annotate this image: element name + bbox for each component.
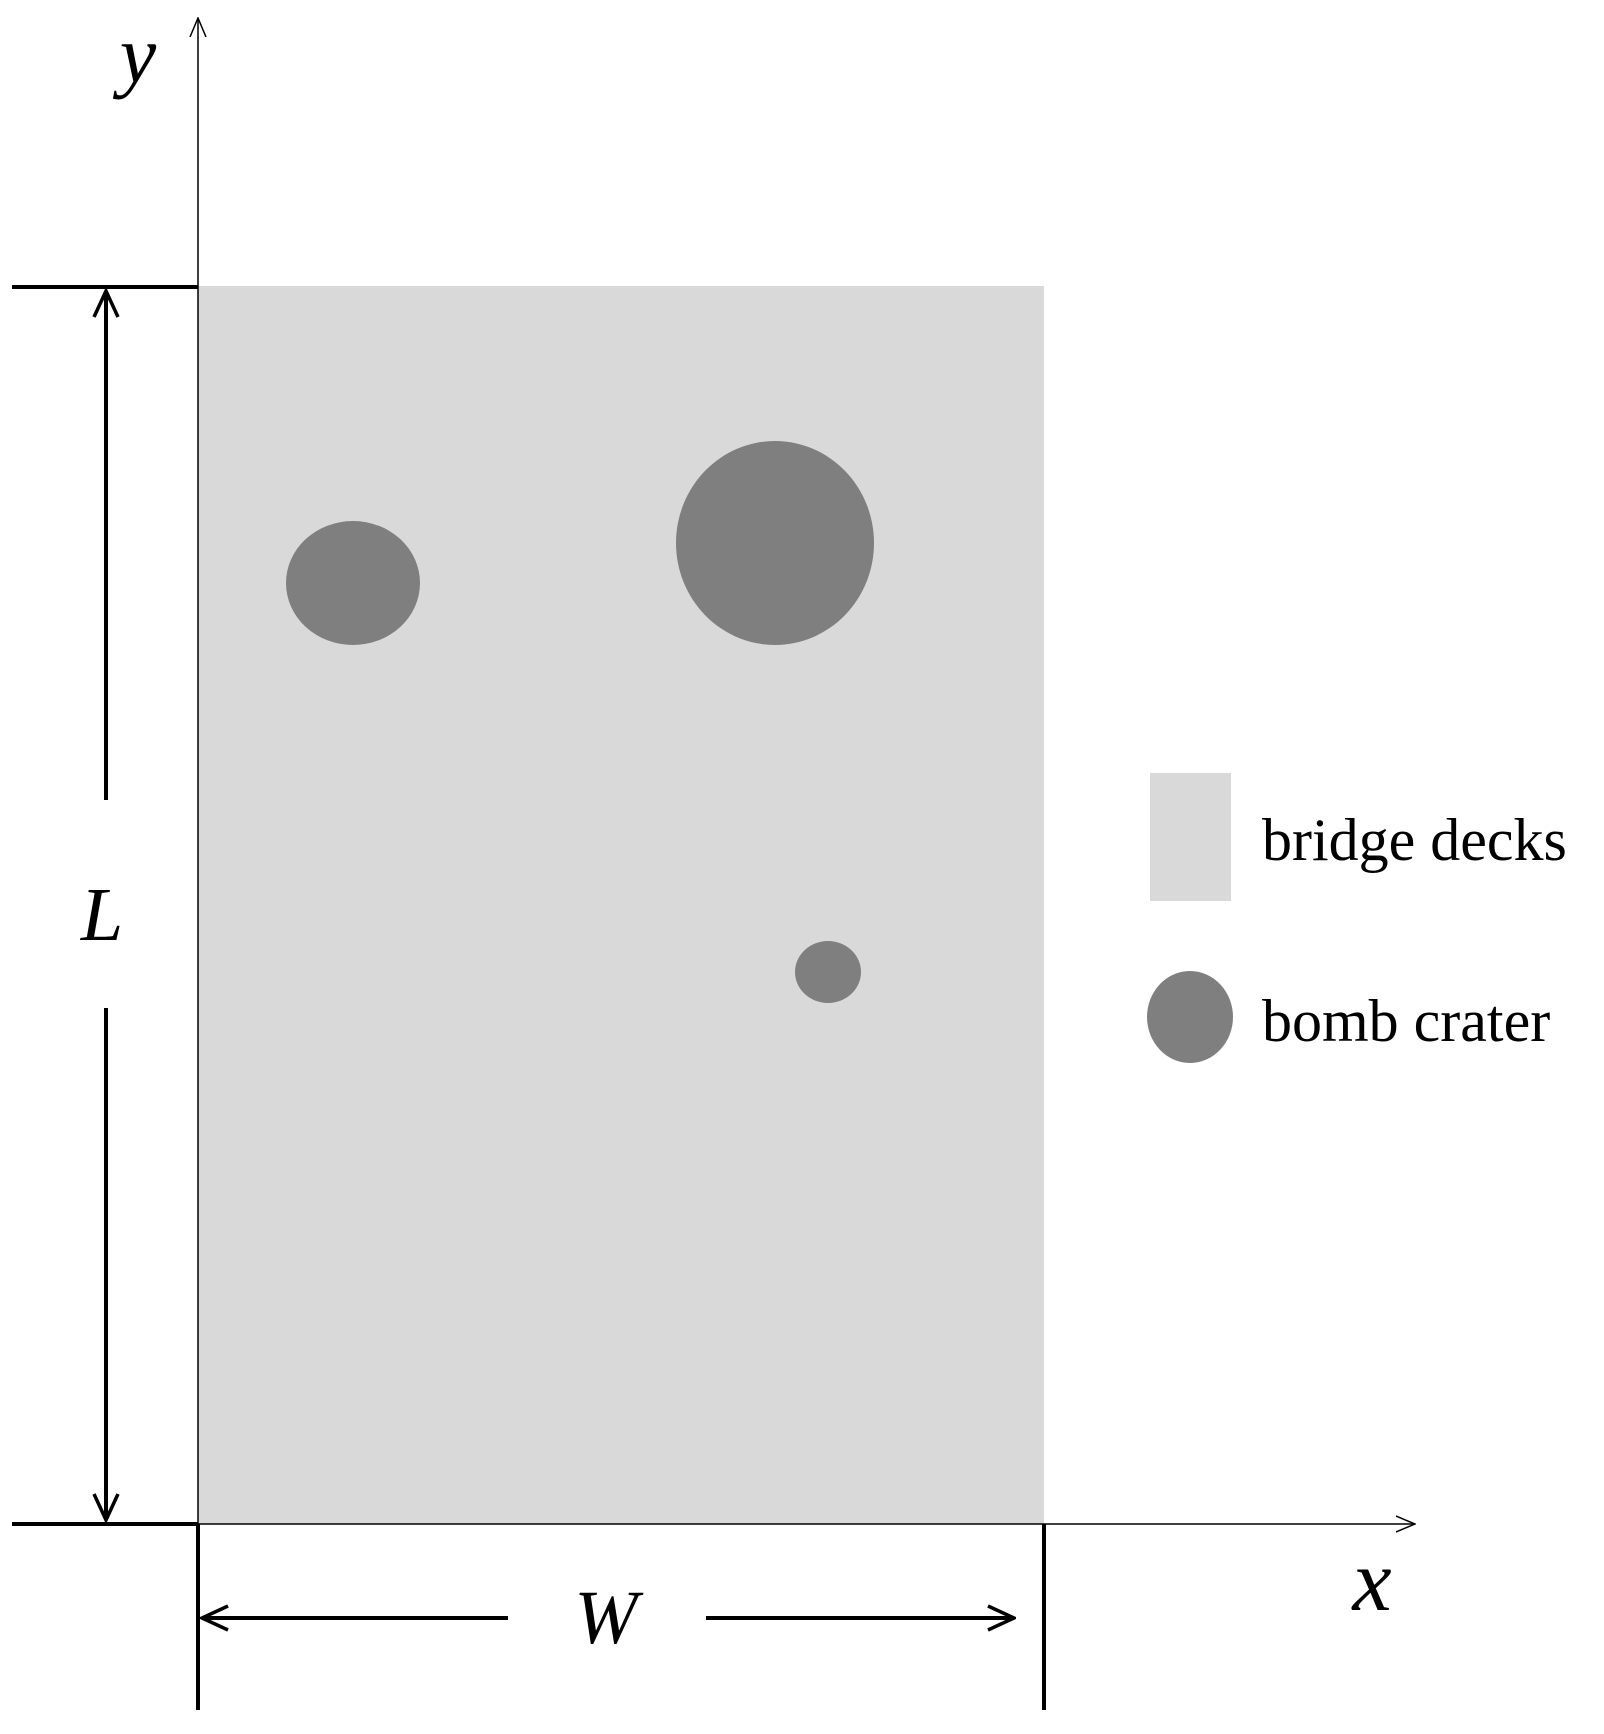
bomb-crater-left bbox=[286, 521, 420, 645]
legend-label-bomb-crater: bomb crater bbox=[1262, 988, 1550, 1054]
legend: bridge decks bomb crater bbox=[1147, 773, 1567, 1063]
length-label: L bbox=[80, 873, 123, 957]
bridge-deck bbox=[198, 286, 1044, 1524]
y-axis-label: y bbox=[113, 9, 157, 100]
bomb-crater-large bbox=[676, 441, 874, 645]
width-label: W bbox=[574, 1576, 644, 1660]
legend-swatch-bridge-decks bbox=[1150, 773, 1231, 901]
legend-swatch-bomb-crater bbox=[1147, 971, 1233, 1063]
bomb-crater-small bbox=[795, 941, 861, 1003]
legend-label-bridge-decks: bridge decks bbox=[1262, 807, 1567, 873]
x-axis-label: x bbox=[1350, 1533, 1391, 1630]
